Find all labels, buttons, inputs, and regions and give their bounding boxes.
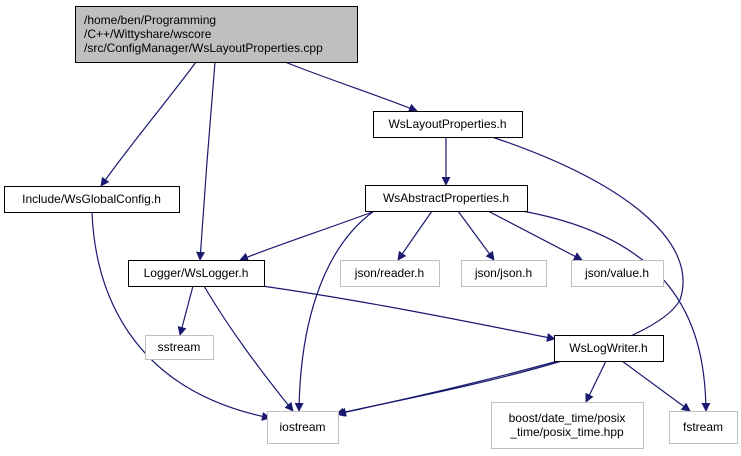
edge-wsabstractproperties-h-to-json-json-h — [457, 210, 495, 261]
node-boost-posix-time: boost/date_time/posix_time/posix_time.hp… — [491, 402, 644, 449]
edge-wslogwriter-h-to-fstream — [621, 360, 691, 412]
node-box — [75, 6, 358, 63]
node-root[interactable]: /home/ben/Programming/C++/Wittyshare/wsc… — [75, 6, 358, 63]
node-box — [491, 402, 644, 449]
node-label-line: /home/ben/Programming — [84, 13, 216, 27]
node-wsglobalconfig-h[interactable]: Include/WsGlobalConfig.h — [4, 186, 180, 213]
node-fstream: fstream — [669, 411, 738, 444]
node-label-line: WsLogWriter.h — [569, 341, 647, 355]
node-label-line: WsAbstractProperties.h — [383, 191, 509, 205]
edge-wslogwriter-h-to-iostream — [337, 360, 559, 417]
node-box — [571, 260, 664, 287]
nodes-layer: /home/ben/Programming/C++/Wittyshare/wsc… — [4, 6, 738, 449]
edge-wslogwriter-h-to-boost-posix-time — [585, 360, 607, 403]
node-label-line: /src/ConfigManager/WsLayoutProperties.cp… — [84, 41, 323, 55]
node-wsabstractproperties-h[interactable]: WsAbstractProperties.h — [365, 185, 528, 212]
edge-wslogger-h-to-wslogwriter-h — [261, 285, 556, 342]
node-wslogger-h[interactable]: Logger/WsLogger.h — [128, 260, 265, 287]
node-label-line: iostream — [279, 420, 325, 434]
edge-wslogger-h-to-iostream — [203, 285, 294, 412]
node-label-line: fstream — [683, 420, 723, 434]
node-sstream: sstream — [145, 335, 214, 360]
node-box — [4, 186, 180, 213]
edge-wslogger-h-to-sstream — [177, 285, 194, 336]
node-box — [669, 411, 738, 444]
edges-layer — [91, 61, 711, 421]
node-json-reader-h: json/reader.h — [340, 260, 440, 287]
node-json-json-h: json/json.h — [461, 260, 547, 287]
edge-wsabstractproperties-h-to-iostream — [294, 210, 375, 412]
edge-wsabstractproperties-h-to-json-reader-h — [397, 210, 433, 261]
node-label-line: boost/date_time/posix — [509, 411, 626, 425]
edge-wsabstractproperties-h-to-json-value-h — [487, 210, 583, 261]
node-box — [365, 185, 528, 212]
node-label-line: _time/posix_time.hpp — [509, 425, 624, 439]
node-wslogwriter-h[interactable]: WsLogWriter.h — [554, 335, 664, 362]
node-box — [267, 411, 339, 444]
node-iostream: iostream — [267, 411, 339, 444]
node-box — [145, 335, 214, 360]
node-box — [461, 260, 547, 287]
node-label-line: sstream — [158, 340, 201, 354]
node-label-line: json/json.h — [474, 266, 532, 280]
node-box — [554, 335, 664, 362]
edge-root-to-wslogger-h — [196, 61, 216, 261]
node-wslayoutproperties-h[interactable]: WsLayoutProperties.h — [373, 111, 523, 138]
node-label-line: /C++/Wittyshare/wscore — [84, 27, 212, 41]
node-json-value-h: json/value.h — [571, 260, 664, 287]
node-label-line: Include/WsGlobalConfig.h — [22, 192, 161, 206]
edge-root-to-wslayoutproperties-h — [284, 61, 418, 113]
node-box — [128, 260, 265, 287]
node-label-line: json/reader.h — [354, 266, 424, 280]
edge-wsglobalconfig-h-to-iostream — [91, 211, 271, 421]
node-box — [340, 260, 440, 287]
node-box — [373, 111, 523, 138]
edge-wsabstractproperties-h-to-fstream — [521, 210, 711, 412]
edge-wslayoutproperties-h-to-iostream — [335, 136, 684, 417]
node-label-line: WsLayoutProperties.h — [388, 117, 506, 131]
edge-wsabstractproperties-h-to-wslogger-h — [239, 210, 376, 262]
node-label-line: Logger/WsLogger.h — [144, 266, 249, 280]
edge-root-to-wsglobalconfig-h — [100, 61, 197, 187]
node-label-line: json/value.h — [584, 266, 649, 280]
